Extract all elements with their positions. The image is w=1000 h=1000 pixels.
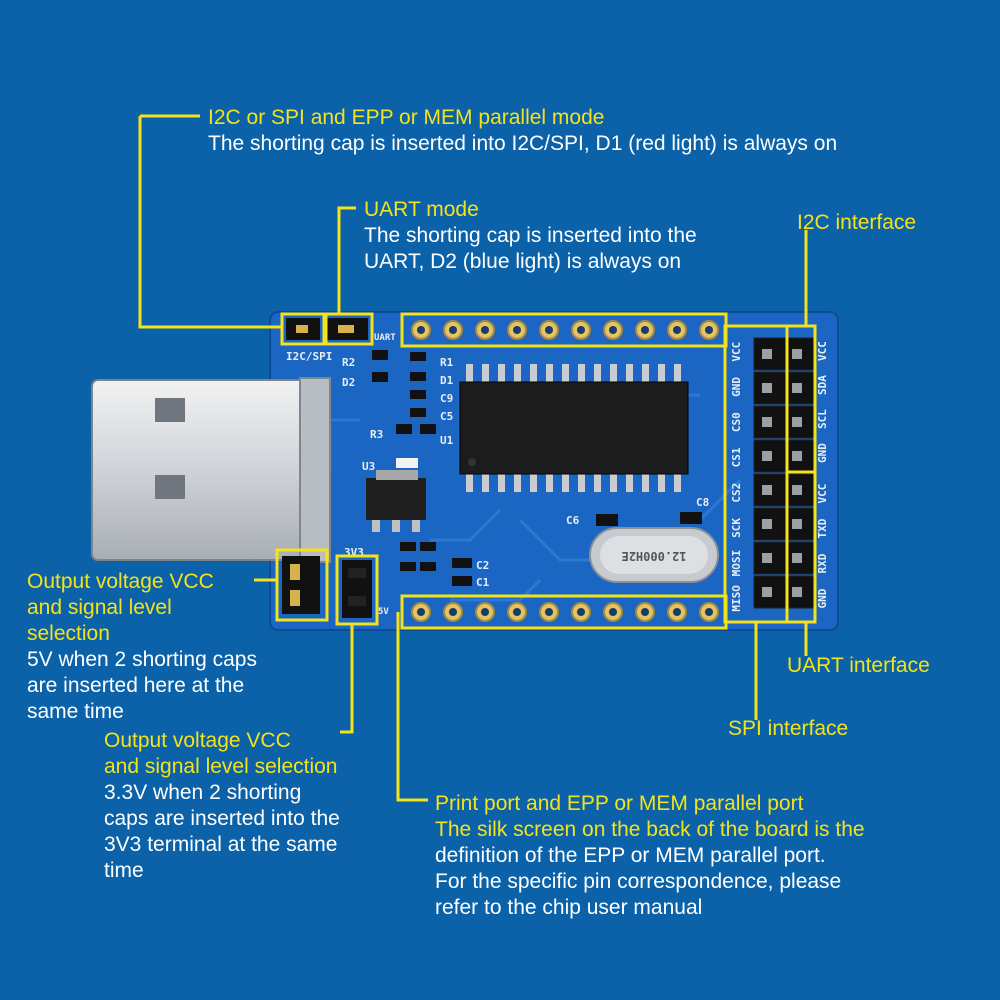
silk-u3: U3 bbox=[362, 460, 375, 473]
callout-vcc-5v: Output voltage VCC and signal level sele… bbox=[27, 569, 257, 725]
silk-r1: R1 bbox=[440, 356, 454, 369]
frame-vcc-3v3 bbox=[335, 554, 379, 626]
silk-d1: D1 bbox=[440, 374, 454, 387]
leader-uart-mode bbox=[337, 206, 356, 314]
callout-print-port-title-2: The silk screen on the back of the board… bbox=[435, 818, 865, 841]
silk-5v: 5V bbox=[378, 607, 389, 617]
callout-vcc-3v3-line-1: 3.3V when 2 shorting bbox=[104, 781, 302, 804]
callout-vcc-5v-line-2: are inserted here at the bbox=[27, 674, 245, 697]
smd-components bbox=[372, 350, 702, 586]
vcc-jumper-5v bbox=[282, 556, 320, 614]
callout-parallel-mode-line: The shorting cap is inserted into I2C/SP… bbox=[208, 132, 838, 155]
crystal-oscillator bbox=[589, 527, 719, 583]
callout-i2c-interface: I2C interface bbox=[797, 211, 917, 234]
silk-pin-label: VCC bbox=[816, 341, 829, 361]
callout-vcc-3v3: Output voltage VCC and signal level sele… bbox=[104, 728, 340, 884]
interface-pin-header bbox=[753, 337, 815, 609]
silk-u1: U1 bbox=[440, 434, 454, 447]
callout-vcc-5v-title-1: Output voltage VCC bbox=[27, 570, 214, 593]
silk-uart: UART bbox=[374, 333, 396, 343]
silk-pin-label: VCC bbox=[816, 484, 829, 504]
callout-lines bbox=[138, 114, 817, 802]
parallel-header-top bbox=[411, 320, 719, 340]
silk-pin-label: GND bbox=[816, 443, 829, 463]
silk-pin-label: SCL bbox=[816, 409, 829, 429]
callout-parallel-mode-title: I2C or SPI and EPP or MEM parallel mode bbox=[208, 106, 605, 129]
silk-c2: C2 bbox=[476, 559, 489, 572]
silk-pin-label: RXD bbox=[816, 553, 829, 573]
callout-print-port-line-2: For the specific pin correspondence, ple… bbox=[435, 870, 842, 893]
silk-pin-label: SDA bbox=[816, 375, 829, 395]
silk-c1: C1 bbox=[476, 576, 490, 589]
callout-print-port-title-1: Print port and EPP or MEM parallel port bbox=[435, 792, 804, 815]
callout-uart-mode: UART mode The shorting cap is inserted i… bbox=[364, 197, 697, 275]
callout-print-port-line-3: refer to the chip user manual bbox=[435, 896, 703, 919]
callout-vcc-5v-line-1: 5V when 2 shorting caps bbox=[27, 648, 257, 671]
silk-c8: C8 bbox=[696, 496, 709, 509]
mode-jumper-i2c-spi bbox=[286, 318, 320, 340]
main-chip bbox=[459, 364, 689, 492]
callout-vcc-5v-title-3: selection bbox=[27, 622, 110, 645]
callout-vcc-5v-line-3: same time bbox=[27, 700, 124, 723]
silk-pin-label: MISO bbox=[730, 585, 743, 612]
callout-vcc-3v3-line-2: caps are inserted into the bbox=[104, 807, 340, 830]
callout-uart-mode-line-2: UART, D2 (blue light) is always on bbox=[364, 250, 682, 273]
callout-vcc-3v3-line-4: time bbox=[104, 859, 144, 882]
callout-spi-interface: SPI interface bbox=[728, 717, 849, 740]
callout-print-port: Print port and EPP or MEM parallel port … bbox=[435, 791, 865, 921]
vcc-jumper-3v3 bbox=[342, 560, 372, 618]
frame-uart-header bbox=[785, 470, 817, 624]
silk-pin-label: TXD bbox=[816, 518, 829, 538]
silk-c6: C6 bbox=[566, 514, 580, 527]
frame-vcc-5v bbox=[275, 548, 329, 622]
silk-pin-label: SCK bbox=[730, 518, 743, 538]
callout-vcc-5v-title-2: and signal level bbox=[27, 596, 172, 619]
callout-parallel-mode: I2C or SPI and EPP or MEM parallel mode … bbox=[208, 105, 837, 157]
silk-pin-label: CS0 bbox=[730, 412, 743, 432]
callout-vcc-3v3-title-1: Output voltage VCC bbox=[104, 729, 291, 752]
usb-connector bbox=[91, 377, 331, 563]
voltage-regulator bbox=[366, 470, 426, 532]
silk-r3: R3 bbox=[370, 428, 383, 441]
silk-pin-label: GND bbox=[816, 588, 829, 608]
silk-pin-label: CS2 bbox=[730, 483, 743, 503]
frame-uart-jumper bbox=[324, 312, 374, 346]
silk-pin-label: GND bbox=[730, 377, 743, 397]
silk-i2c-spi: I2C/SPI bbox=[286, 350, 332, 363]
silk-c5: C5 bbox=[440, 410, 453, 423]
silk-d2: D2 bbox=[342, 376, 355, 389]
silk-pin-label: MOSI bbox=[730, 550, 743, 577]
silk-pin-label: VCC bbox=[730, 342, 743, 362]
callout-vcc-3v3-line-3: 3V3 terminal at the same bbox=[104, 833, 338, 856]
leader-parallel-mode bbox=[138, 116, 282, 329]
silk-r2: R2 bbox=[342, 356, 355, 369]
leader-vcc-3v3 bbox=[340, 624, 354, 734]
callout-uart-mode-line-1: The shorting cap is inserted into the bbox=[364, 224, 697, 247]
leader-print-port bbox=[396, 612, 428, 802]
silk-crystal: 12.000H2E bbox=[621, 549, 686, 563]
parallel-header-bottom bbox=[411, 602, 719, 622]
callout-print-port-line-1: definition of the EPP or MEM parallel po… bbox=[435, 844, 826, 867]
callout-uart-mode-title: UART mode bbox=[364, 198, 479, 221]
silk-pin-label: CS1 bbox=[730, 447, 743, 467]
callout-vcc-3v3-title-2: and signal level selection bbox=[104, 755, 338, 778]
callout-uart-interface: UART interface bbox=[787, 654, 930, 677]
silk-c9: C9 bbox=[440, 392, 453, 405]
mode-jumper-uart bbox=[326, 318, 368, 340]
frame-i2c-spi-jumper bbox=[280, 312, 326, 346]
